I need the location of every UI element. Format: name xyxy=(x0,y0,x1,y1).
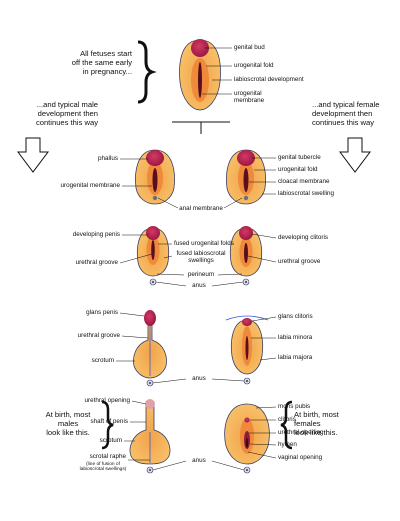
label-cloacal-membrane: cloacal membrane xyxy=(278,178,330,185)
intro-start-line-2: off the same early xyxy=(71,58,132,68)
label-shaft-of-penis: shaft of penis xyxy=(90,418,128,425)
intro-male-text: ...and typical male development then con… xyxy=(2,100,98,127)
outro-female-line-1: At birth, most xyxy=(294,410,339,419)
label-labia-majora: labia majora xyxy=(278,354,313,361)
label-mons-pubis: mons pubis xyxy=(278,403,311,410)
label-fused-labioscrotal-swellings: fused labioscrotal swellings xyxy=(170,250,232,265)
brace-bottom-right xyxy=(280,400,293,450)
brace-bottom-left xyxy=(101,400,114,450)
label-anus-4: anus xyxy=(192,457,206,464)
intro-female-text: ...and typical female development then c… xyxy=(312,100,400,127)
label-genital-bud: genital bud xyxy=(234,44,265,51)
label-urogenital-membrane-0: urogenital membrane xyxy=(234,90,265,105)
label-urethral-opening-left: urethral opening xyxy=(84,397,130,404)
outro-male-line-3: look like this. xyxy=(46,428,90,438)
male-stage2-figure xyxy=(136,226,170,286)
label-urethral-opening-right: urethral opening xyxy=(278,429,324,436)
intro-male-line-2: development then xyxy=(37,109,98,119)
outro-female-text: At birth, most females look like this. xyxy=(294,410,398,437)
male-stage3-figure xyxy=(133,310,167,387)
intro-start-line-3: in pregnancy... xyxy=(82,67,132,77)
outro-male-line-1: At birth, most xyxy=(45,410,91,419)
fused-labioscrotal-line-2: swellings xyxy=(188,256,214,264)
female-birth-figure xyxy=(224,403,270,474)
fetus-early-figure xyxy=(179,39,221,111)
label-urethral-groove-left: urethral groove xyxy=(75,259,118,266)
label-scrotum-4: scrotum xyxy=(99,437,122,444)
intro-female-line-2: development then xyxy=(312,109,373,119)
urogenital-membrane-line-2: membrane xyxy=(234,96,265,104)
female-stage2-figure xyxy=(229,226,263,286)
intro-male-line-1: ...and typical male xyxy=(36,100,98,109)
label-fused-urogenital-folds: fused urogenital folds xyxy=(174,240,234,247)
label-perineum: perineum xyxy=(187,271,215,278)
intro-start-line-1: All fetuses start xyxy=(80,49,132,58)
label-anus-2: anus xyxy=(192,282,206,289)
brace-top xyxy=(137,40,157,104)
label-anal-membrane: anal membrane xyxy=(179,205,223,212)
label-developing-clitoris: developing clitoris xyxy=(278,234,329,241)
male-arrow xyxy=(17,137,49,173)
female-stage1-figure xyxy=(226,149,266,205)
urogenital-membrane-line-1: urogenital xyxy=(234,90,262,97)
intro-start-text: All fetuses start off the same early in … xyxy=(20,49,132,76)
label-urogenital-fold-1: urogenital fold xyxy=(278,166,318,173)
label-urethral-groove-right: urethral groove xyxy=(278,258,321,265)
label-urogenital-membrane: urogenital membrane xyxy=(60,182,120,189)
label-urogenital-fold-0: urogenital fold xyxy=(234,62,274,69)
fused-labioscrotal-line-1: fused labioscrotal xyxy=(176,250,226,257)
raphe-note-line-2: labioscrotal swellings) xyxy=(79,467,127,473)
intro-female-line-3: continues this way xyxy=(312,118,375,128)
label-labioscrotal-development: labioscrotal development xyxy=(234,76,304,83)
label-hymen: hymen xyxy=(278,441,297,448)
intro-male-line-3: continues this way xyxy=(35,118,98,128)
outro-female-line-3: look like this. xyxy=(294,428,338,438)
outro-male-line-2: males xyxy=(57,419,79,429)
outro-female-line-2: females xyxy=(294,419,321,429)
male-stage1-figure xyxy=(135,149,175,205)
label-urethral-groove-3: urethral groove xyxy=(77,332,120,339)
female-stage3-figure xyxy=(225,315,269,385)
label-scrotal-raphe: scrotal raphe xyxy=(89,453,126,460)
label-genital-tubercle: genital tubercle xyxy=(278,154,321,161)
label-labia-minora: labia minora xyxy=(278,334,313,341)
label-raphe-note: (line of fusion of labioscrotal swelling… xyxy=(70,462,136,473)
leader-lines xyxy=(116,47,277,471)
male-birth-figure xyxy=(129,399,171,474)
label-vaginal-opening: vaginal opening xyxy=(278,454,323,461)
label-scrotum-3: scrotum xyxy=(91,357,114,364)
label-anus-3: anus xyxy=(192,375,206,382)
female-arrow xyxy=(339,137,371,173)
intro-female-line-1: ...and typical female xyxy=(312,100,380,109)
label-phallus: phallus xyxy=(98,155,118,162)
label-labioscrotal-swelling: labioscrotal swelling xyxy=(278,190,334,197)
raphe-note-line-1: (line of fusion of xyxy=(86,462,120,467)
label-glans-clitoris: glans clitoris xyxy=(278,313,313,320)
label-developing-penis: developing penis xyxy=(72,231,120,238)
outro-male-text: At birth, most males look like this. xyxy=(36,410,100,437)
label-glans-penis: glans penis xyxy=(86,309,118,316)
label-clitoris: clitoris xyxy=(278,416,296,423)
